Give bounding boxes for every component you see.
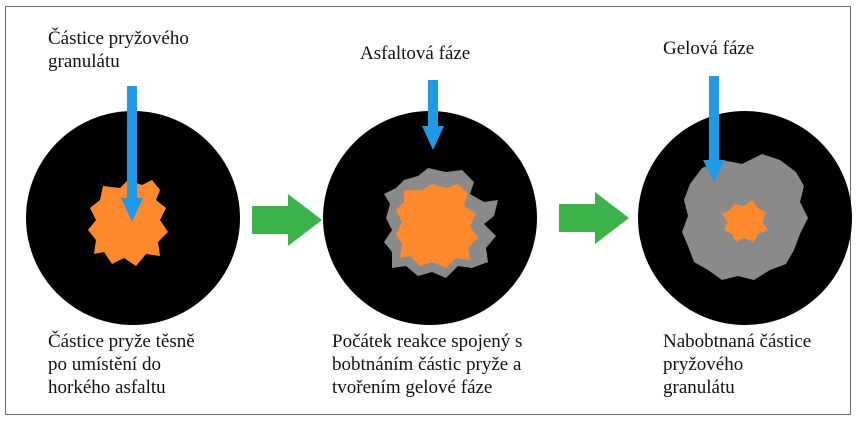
stage-3 bbox=[638, 111, 852, 325]
transition-arrow-2 bbox=[559, 192, 629, 244]
stage-2-pointer-label: Asfaltová fáze bbox=[360, 42, 470, 65]
stage-2-rubber-particle bbox=[396, 184, 478, 268]
stage-2-caption: Počátek reakce spojený s bobtnáním části… bbox=[332, 330, 522, 399]
stage-3-pointer-label: Gelová fáze bbox=[663, 37, 754, 60]
stage-1-pointer-label: Částice pryžového granulátu bbox=[48, 27, 189, 73]
stage-1-caption: Částice pryže těsně po umístění do horké… bbox=[48, 330, 195, 399]
transition-arrow-1 bbox=[252, 194, 322, 246]
stage-3-caption: Nabobtnaná částice pryžového granulátu bbox=[663, 330, 811, 399]
